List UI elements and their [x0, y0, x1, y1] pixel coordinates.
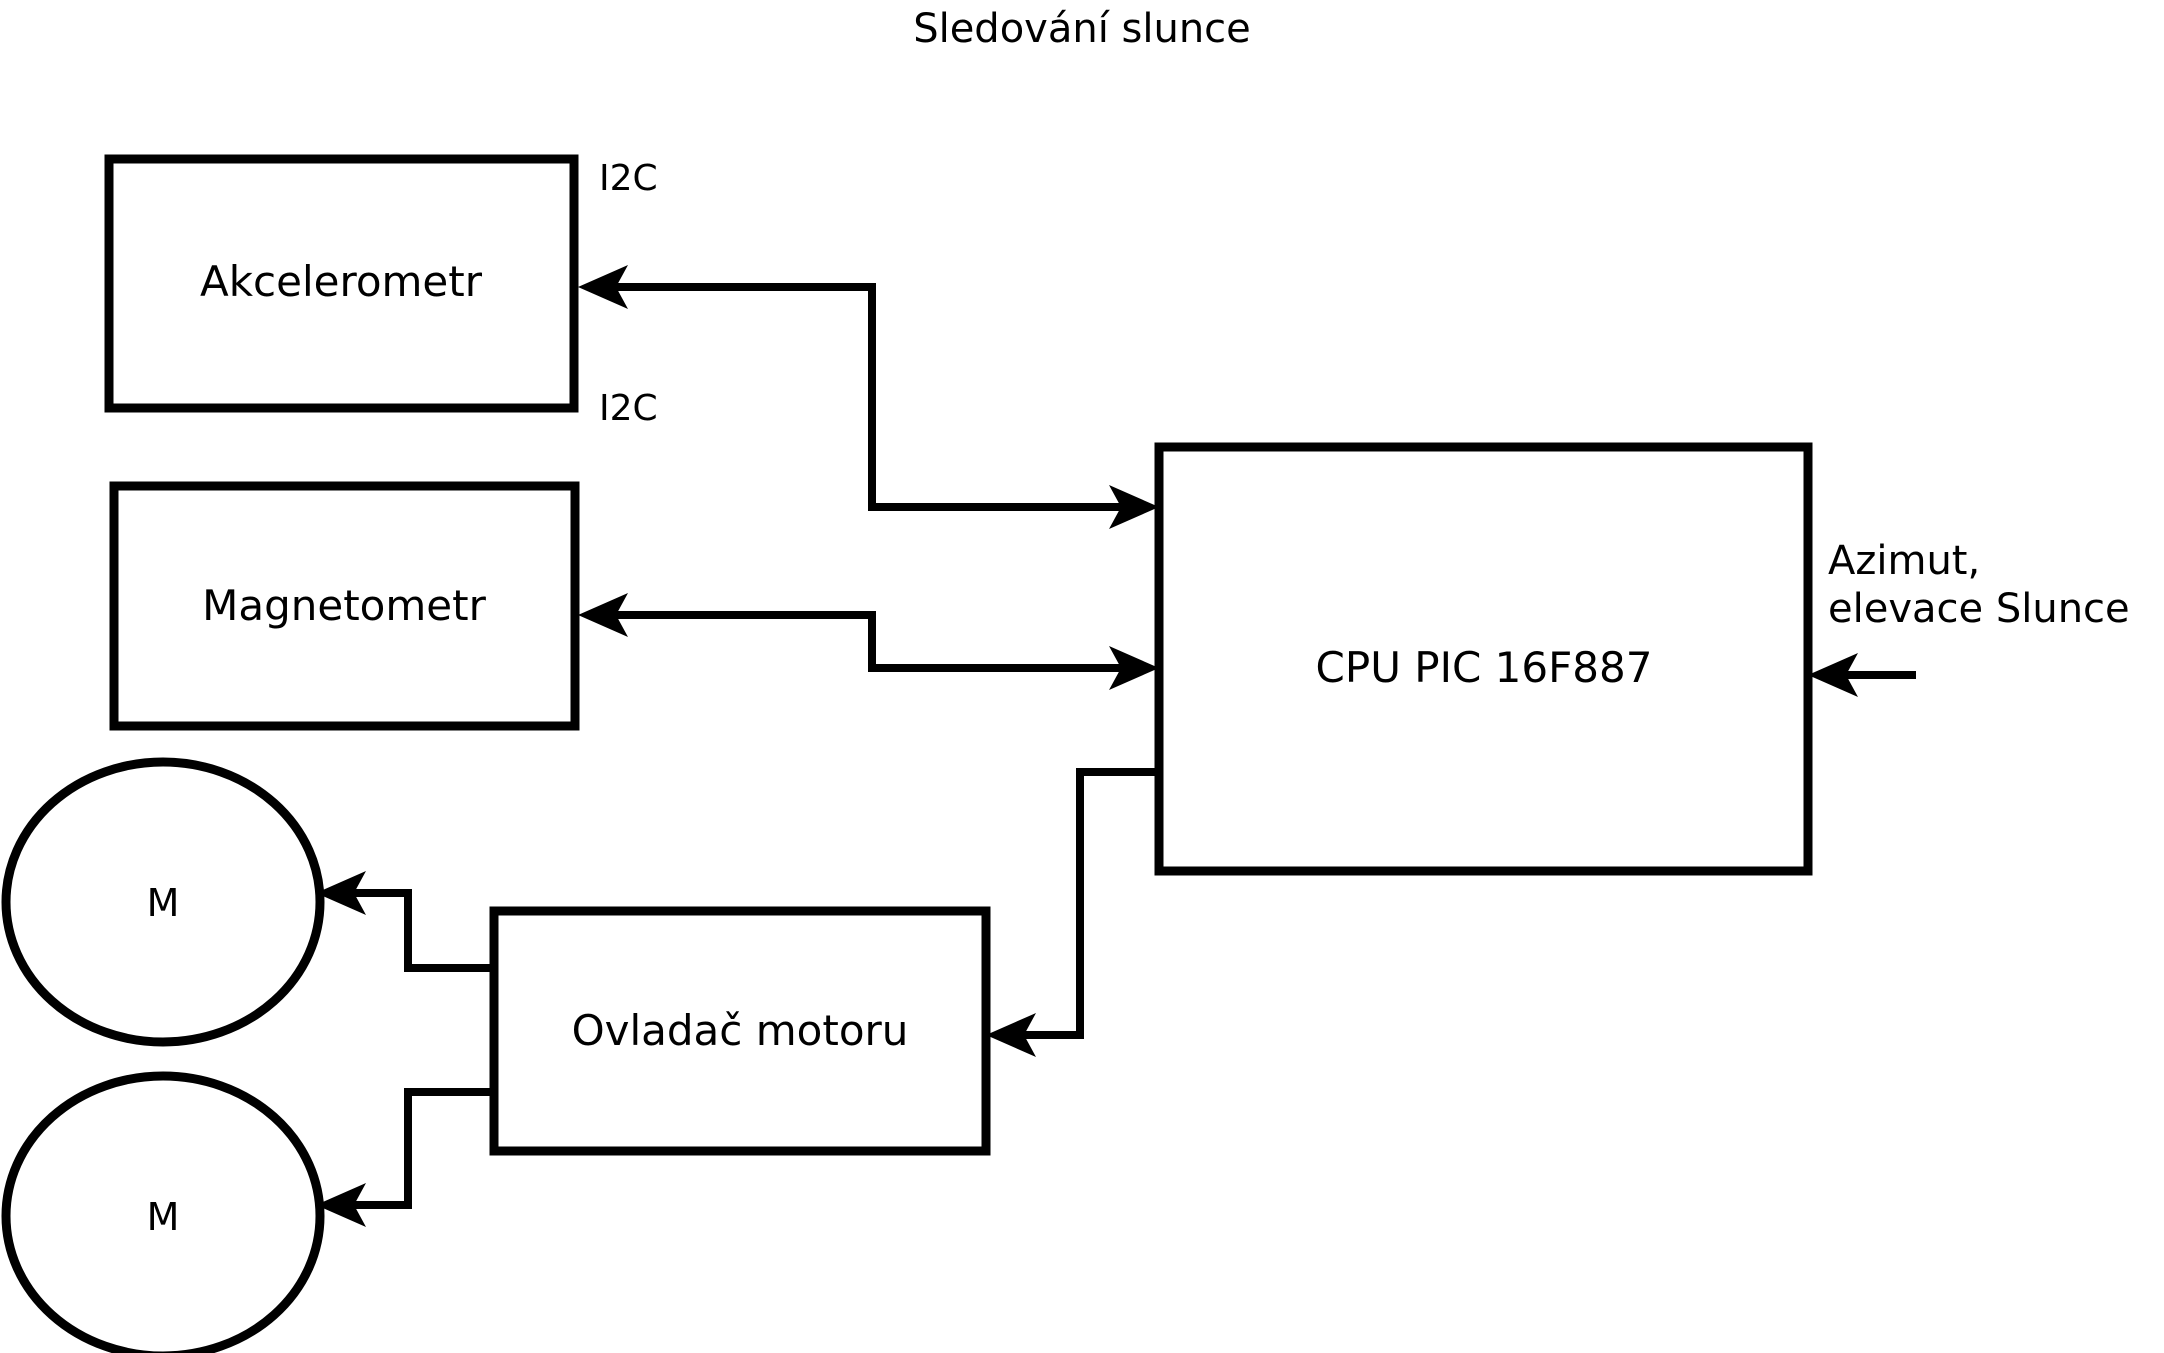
ovladac-motoru-box[interactable] — [489, 906, 991, 1156]
edge-cpu-to-ovladac — [986, 768, 1159, 1057]
motor-1-label: M — [147, 881, 180, 925]
node-magnetometr[interactable]: Magnetometr — [109, 481, 580, 731]
arrowhead-left-magnetometr — [578, 593, 628, 637]
edge-ovladac-motor2-path — [348, 1088, 494, 1209]
page-title: Sledování slunce — [913, 6, 1251, 52]
akcelerometr-box[interactable] — [104, 154, 579, 413]
magnetometr-label: Magnetometr — [202, 581, 486, 630]
edge-label-i2c-top: I2C — [599, 158, 658, 199]
edge-cpu-ovladac-path — [1018, 768, 1159, 1039]
external-input-label-line1: Azimut, — [1828, 538, 1980, 584]
edge-ovladac-to-motor-1 — [316, 871, 494, 972]
external-input-label-line2: elevace Slunce — [1828, 586, 2130, 632]
node-motor-1[interactable]: M — [1, 757, 325, 1047]
motor-2-label: M — [147, 1195, 180, 1239]
edge-cpu-to-akcelerometr: I2C — [578, 158, 1159, 529]
arrowhead-left-motor-2 — [316, 1183, 366, 1227]
motor-2-circle[interactable] — [1, 1071, 325, 1353]
ovladac-motoru-label: Ovladač motoru — [572, 1006, 909, 1055]
arrowhead-right-cpu-top — [1109, 485, 1159, 529]
node-cpu[interactable]: CPU PIC 16F887 — [1154, 442, 1813, 876]
akcelerometr-label: Akcelerometr — [200, 257, 483, 306]
edge-external-input-to-cpu: Azimut, elevace Slunce — [1808, 538, 2130, 697]
edge-cpu-akcelerometr-path — [612, 283, 1131, 511]
edge-ovladac-to-motor-2 — [316, 1088, 494, 1227]
edge-cpu-magnetometr-path — [612, 611, 1131, 672]
edge-label-i2c-bottom: I2C — [599, 388, 658, 429]
edge-ovladac-motor1-path — [348, 889, 494, 972]
arrowhead-left-cpu-external — [1808, 653, 1858, 697]
edge-cpu-to-magnetometr: I2C — [578, 388, 1159, 690]
node-motor-2[interactable]: M — [1, 1071, 325, 1353]
arrowhead-right-cpu-bottom — [1109, 646, 1159, 690]
node-ovladac-motoru[interactable]: Ovladač motoru — [489, 906, 991, 1156]
arrowhead-left-ovladac — [986, 1013, 1036, 1057]
cpu-label: CPU PIC 16F887 — [1316, 643, 1653, 692]
motor-1-circle[interactable] — [1, 757, 325, 1047]
magnetometr-box[interactable] — [109, 481, 580, 731]
node-akcelerometr[interactable]: Akcelerometr — [104, 154, 579, 413]
arrowhead-left-motor-1 — [316, 871, 366, 915]
cpu-box[interactable] — [1154, 442, 1813, 876]
arrowhead-left-akcelerometr — [578, 265, 628, 309]
